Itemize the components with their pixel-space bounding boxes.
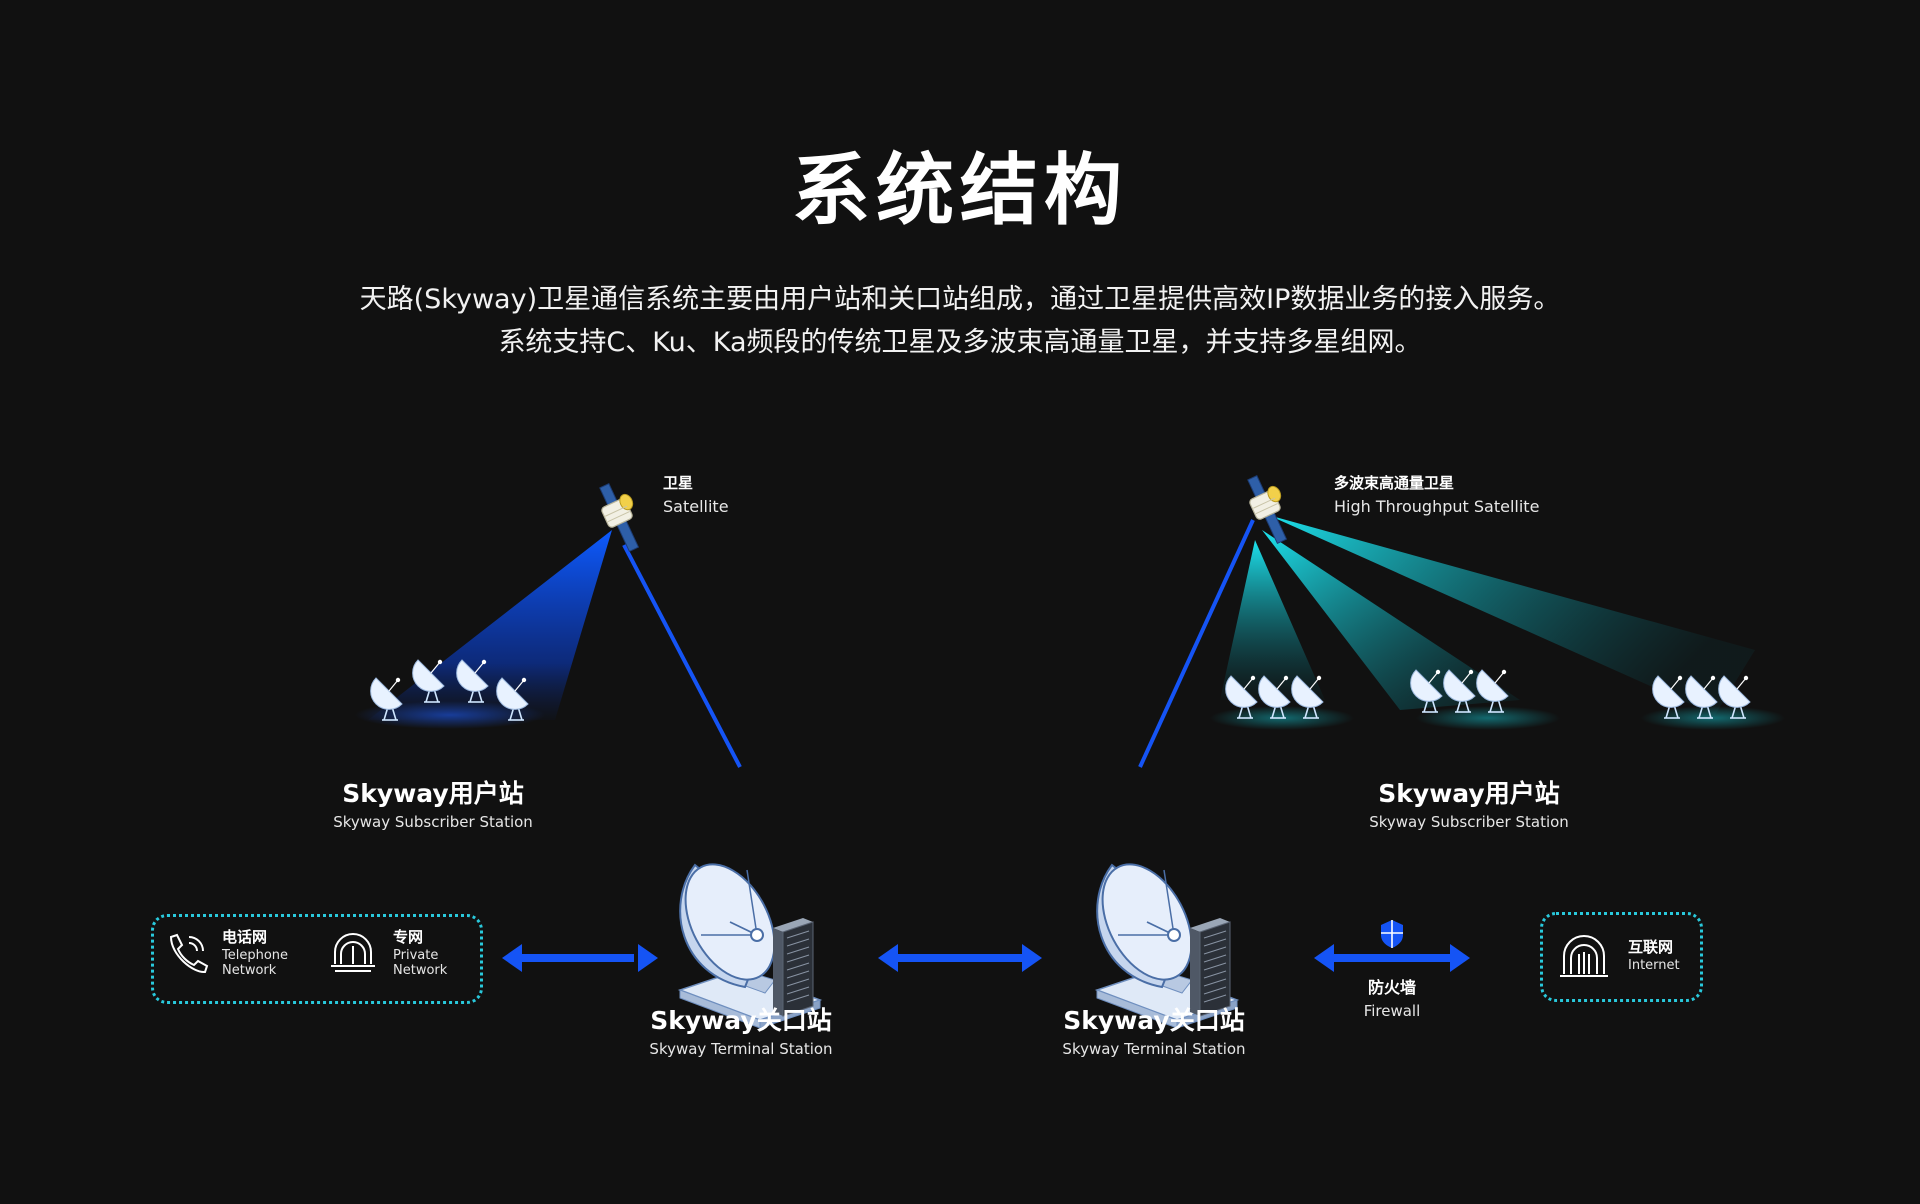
private-zh: 专网	[393, 928, 424, 946]
arrow-network-to-terminal	[502, 944, 658, 972]
page-title: 系统结构	[791, 146, 1128, 236]
terminal-left-zh: Skyway关口站	[650, 1006, 832, 1035]
subscriber-right-zh: Skyway用户站	[1378, 779, 1560, 808]
internet-en: Internet	[1628, 958, 1680, 973]
intro-line-1: 天路(Skyway)卫星通信系统主要由用户站和关口站组成，通过卫星提供高效IP数…	[359, 284, 1561, 315]
firewall-label: 防火墙 Firewall	[1322, 976, 1462, 1022]
satellite-label: 卫星 Satellite	[663, 472, 729, 520]
hts-satellite-icon	[1247, 475, 1288, 544]
private-en2: Network	[393, 963, 448, 978]
terminal-right-zh: Skyway关口站	[1063, 1006, 1245, 1035]
subscriber-station-right-label: Skyway用户站 Skyway Subscriber Station	[1299, 776, 1639, 832]
terminal-station-right-graphic	[1083, 848, 1238, 1029]
telephone-network-label: 电话网 Telephone Network	[222, 926, 288, 978]
firewall-en: Firewall	[1363, 1002, 1421, 1020]
shadow-left	[355, 701, 545, 729]
intro-text: 天路(Skyway)卫星通信系统主要由用户站和关口站组成，通过卫星提供高效IP数…	[0, 278, 1920, 364]
uplink-left	[622, 544, 742, 768]
network-box	[151, 914, 483, 1004]
uplink-right	[1138, 519, 1255, 768]
telephone-zh: 电话网	[222, 928, 268, 946]
subscriber-left-en: Skyway Subscriber Station	[333, 813, 533, 831]
private-network-icon	[331, 933, 375, 972]
subscriber-station-left-label: Skyway用户站 Skyway Subscriber Station	[263, 776, 603, 832]
telephone-en2: Network	[222, 963, 277, 978]
terminal-left-en: Skyway Terminal Station	[649, 1040, 833, 1058]
shield-icon	[1381, 920, 1403, 948]
beam-right-1	[1220, 540, 1325, 700]
hts-satellite-label-en: High Throughput Satellite	[1334, 497, 1540, 516]
internet-zh: 互联网	[1628, 938, 1674, 956]
internet-box	[1540, 912, 1703, 1002]
telephone-en1: Telephone	[222, 948, 289, 963]
satellite-label-zh: 卫星	[663, 474, 694, 492]
beam-right-3	[1268, 515, 1755, 715]
private-network-label: 专网 Private Network	[393, 926, 447, 978]
internet-icon	[1560, 935, 1608, 977]
beam-left	[368, 530, 612, 720]
hts-satellite-label: 多波束高通量卫星 High Throughput Satellite	[1334, 472, 1539, 520]
shadow-right-2	[1416, 706, 1560, 730]
arrow-terminal-to-terminal	[878, 944, 1042, 972]
subscriber-right-en: Skyway Subscriber Station	[1369, 813, 1569, 831]
terminal-station-left-label: Skyway关口站 Skyway Terminal Station	[571, 1003, 911, 1059]
beam-right-2	[1262, 530, 1520, 710]
terminal-station-left-graphic	[666, 848, 821, 1029]
phone-icon	[169, 933, 209, 973]
terminal-station-right-label: Skyway关口站 Skyway Terminal Station	[984, 1003, 1324, 1059]
terminal-right-en: Skyway Terminal Station	[1062, 1040, 1246, 1058]
intro-line-2: 系统支持C、Ku、Ka频段的传统卫星及多波束高通量卫星，并支持多星组网。	[498, 327, 1422, 358]
hts-satellite-label-zh: 多波束高通量卫星	[1334, 474, 1455, 492]
satellite-label-en: Satellite	[663, 497, 729, 516]
internet-label: 互联网 Internet	[1628, 936, 1680, 973]
private-en1: Private	[393, 948, 439, 963]
arrow-terminal-to-internet	[1314, 944, 1470, 972]
firewall-zh: 防火墙	[1367, 978, 1416, 997]
subscriber-left-zh: Skyway用户站	[342, 779, 524, 808]
